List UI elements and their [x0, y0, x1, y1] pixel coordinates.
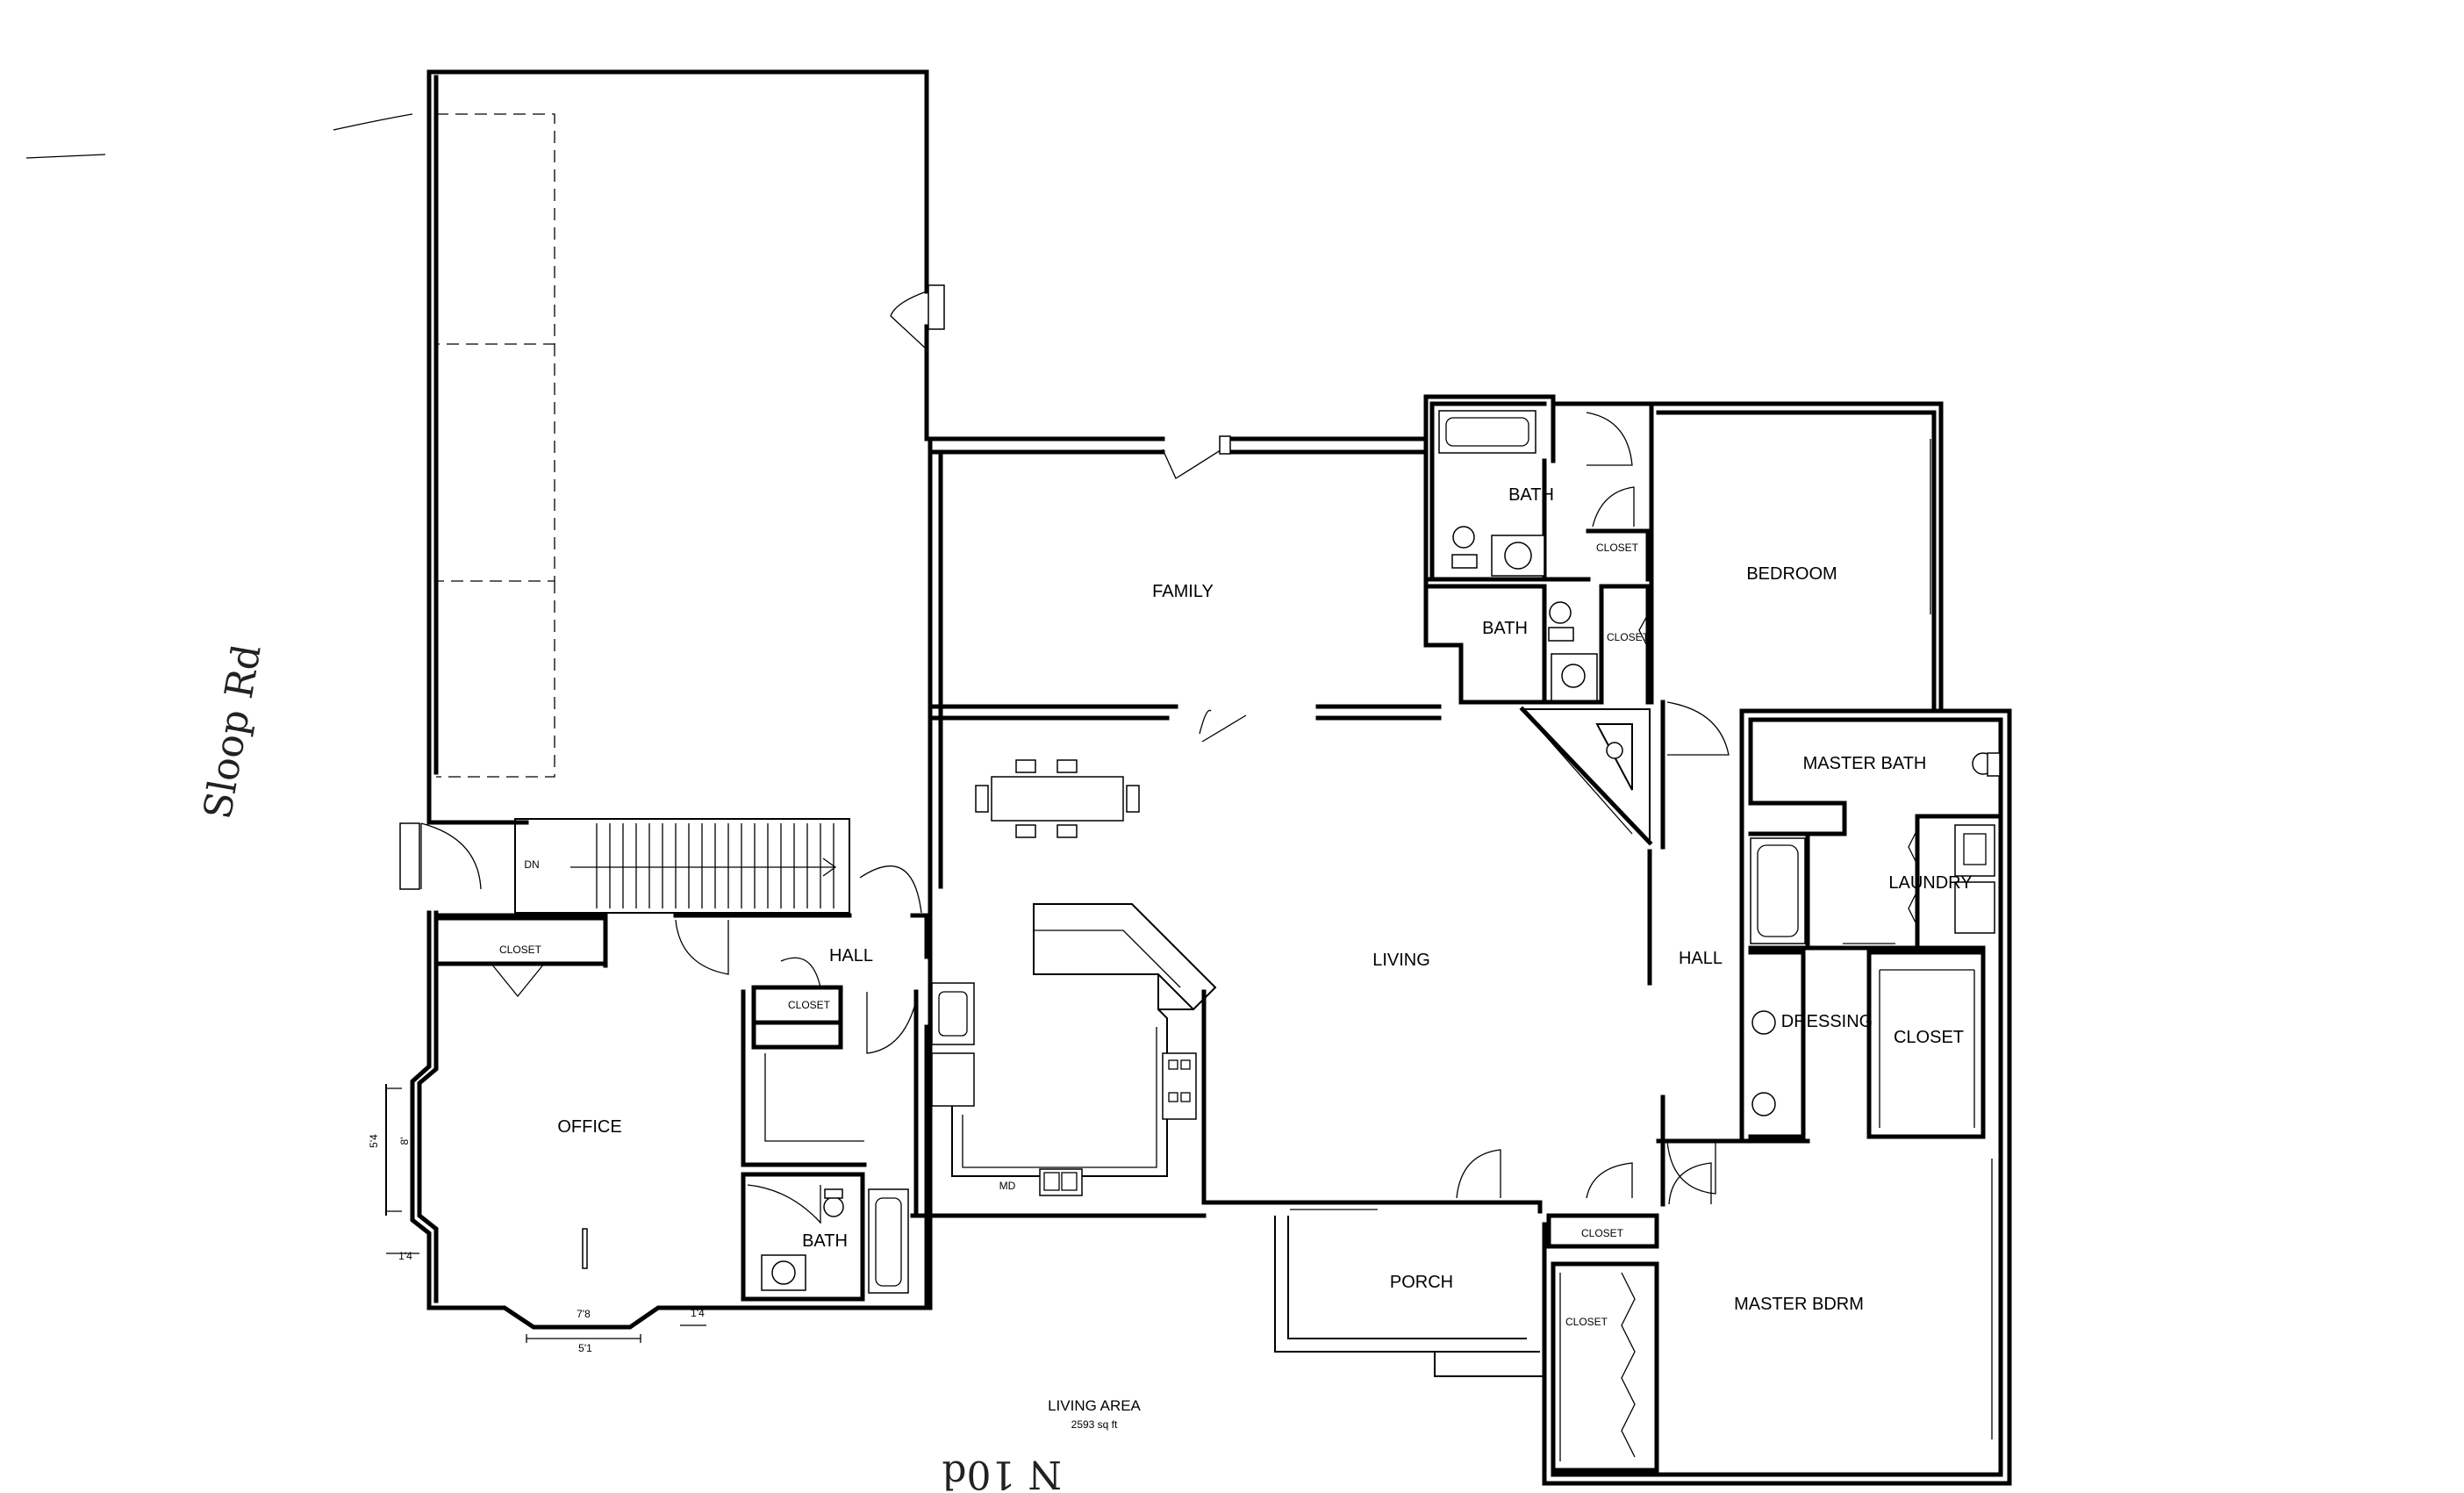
bath-upper-label: BATH [1508, 485, 1554, 505]
bath-mid-label: BATH [1482, 619, 1528, 638]
dressing: DRESSING CLOSET [1748, 943, 1986, 1144]
office-bath: BATH [747, 1184, 909, 1294]
garage-door-frame [928, 284, 945, 330]
bay-dim-front: 7'8 [577, 1308, 591, 1320]
master-bath: MASTER BATH [1542, 708, 2012, 1486]
master-bath-label: MASTER BATH [1803, 754, 1927, 773]
bay-dim-a: 5'4 [368, 1134, 380, 1148]
stairs: DN [514, 818, 850, 914]
porch: PORCH [1274, 1209, 1544, 1377]
living-label: LIVING [1372, 951, 1430, 970]
hall-garage-door [859, 865, 922, 914]
office-label: OFFICE [557, 1117, 621, 1137]
bath-office-label: BATH [802, 1231, 848, 1251]
handwritten-north-note: N 10d [942, 1452, 1062, 1493]
bay-dim-left: 1'4 [398, 1250, 412, 1262]
office-bay-window: 5'4 8' 1'4 7'8 5'1 1'4 [368, 1084, 706, 1354]
bay-dim-front-bottom: 5'1 [578, 1342, 592, 1354]
scan-marks [25, 113, 413, 159]
dining-table [975, 759, 1140, 838]
closet-master-bdrm-label: CLOSET [1565, 1316, 1608, 1328]
closet-master-label: CLOSET [1894, 1028, 1964, 1047]
family-label: FAMILY [1152, 582, 1214, 601]
office-door-marker [582, 1228, 588, 1269]
upper-bath-block: BATH CLOSET BATH CLOSET [1423, 394, 1652, 705]
living-area-title: LIVING AREA [1048, 1397, 1141, 1414]
fireplace [1519, 706, 1653, 846]
hall-inner-door [866, 992, 917, 1054]
laundry: LAUNDRY [1888, 814, 2003, 946]
handwritten-road-note: Sloop Rd [196, 641, 270, 822]
bedroom-label: BEDROOM [1746, 564, 1837, 584]
kitchen: MD [931, 903, 1217, 1205]
living-area-sqft: 2593 sq ft [1071, 1418, 1118, 1431]
appliance-tag: MD [999, 1180, 1016, 1192]
bay-dim-b: 8' [398, 1138, 411, 1145]
garage [426, 69, 945, 825]
closet-bedroom-label: CLOSET [1607, 631, 1650, 643]
dressing-label: DRESSING [1781, 1012, 1873, 1031]
hall-left-label: HALL [829, 946, 873, 965]
garage-side-door [399, 822, 482, 890]
left-wing-walls [410, 910, 994, 1330]
closet-porch-label: CLOSET [1581, 1227, 1624, 1239]
stairs-label: DN [524, 858, 539, 871]
hall-right-label: HALL [1679, 949, 1723, 968]
office-closet: CLOSET [433, 915, 608, 998]
porch-label: PORCH [1390, 1273, 1453, 1292]
closet-upper-label: CLOSET [1596, 542, 1639, 554]
hall-door-arc [675, 919, 729, 975]
living-walls [928, 700, 1730, 1218]
office-closet-label: CLOSET [499, 944, 542, 956]
laundry-label: LAUNDRY [1888, 873, 1972, 893]
hall-closet-label: CLOSET [788, 999, 831, 1011]
hall-closet: CLOSET [751, 957, 843, 1025]
master-bedroom: CLOSET CLOSET MASTER BDRM [1546, 1138, 1993, 1475]
living-area-summary: LIVING AREA 2593 sq ft [1048, 1397, 1141, 1431]
master-bdrm-label: MASTER BDRM [1734, 1295, 1864, 1314]
bedroom: BEDROOM [1647, 401, 2008, 714]
family-walls [928, 435, 1442, 1218]
bay-dim-right: 1'4 [691, 1307, 705, 1319]
